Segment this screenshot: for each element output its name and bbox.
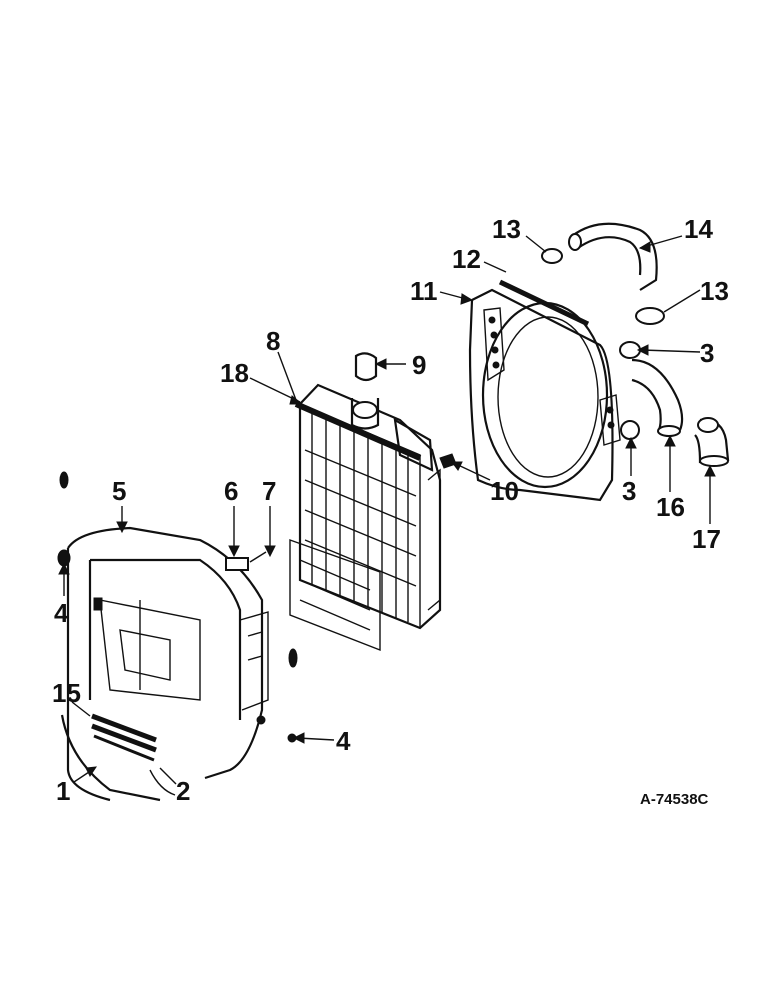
callout-15: 15 bbox=[52, 678, 81, 708]
callout-8: 8 bbox=[266, 326, 280, 356]
leader-lines bbox=[58, 235, 716, 785]
callout-7: 7 bbox=[262, 476, 276, 506]
upper-hose bbox=[568, 222, 658, 291]
hose-elbow bbox=[694, 417, 730, 467]
callout-6: 6 bbox=[224, 476, 238, 506]
drawing-code: A-74538C bbox=[640, 791, 709, 808]
callout-11: 11 bbox=[410, 276, 438, 306]
callout-12: 12 bbox=[452, 244, 481, 274]
lower-hose bbox=[631, 358, 684, 437]
small-hardware bbox=[57, 471, 298, 743]
callout-13-right: 13 bbox=[700, 276, 729, 306]
overflow-fitting bbox=[354, 352, 378, 382]
callout-16: 16 bbox=[656, 492, 685, 522]
callout-3-lower: 3 bbox=[622, 476, 636, 506]
callout-14: 14 bbox=[684, 214, 713, 244]
drain-cock bbox=[439, 453, 457, 469]
callout-2: 2 bbox=[176, 776, 190, 806]
callout-labels: 1 2 3 3 4 4 5 6 7 8 9 10 11 12 13 13 14 … bbox=[52, 214, 729, 806]
callout-4-left: 4 bbox=[54, 598, 69, 628]
callout-5: 5 bbox=[112, 476, 126, 506]
hose-clamps bbox=[541, 248, 665, 440]
callout-4-right: 4 bbox=[336, 726, 351, 756]
callout-13-top: 13 bbox=[492, 214, 521, 244]
seal-strip bbox=[498, 279, 590, 327]
callout-17: 17 bbox=[692, 524, 721, 554]
callout-18: 18 bbox=[220, 358, 249, 388]
grille-bars bbox=[91, 713, 176, 796]
callout-10: 10 bbox=[490, 476, 519, 506]
radiator bbox=[289, 383, 442, 652]
callout-1: 1 bbox=[56, 776, 70, 806]
fan-shroud bbox=[468, 288, 621, 502]
callout-3-upper: 3 bbox=[700, 338, 714, 368]
callout-9: 9 bbox=[412, 350, 426, 380]
